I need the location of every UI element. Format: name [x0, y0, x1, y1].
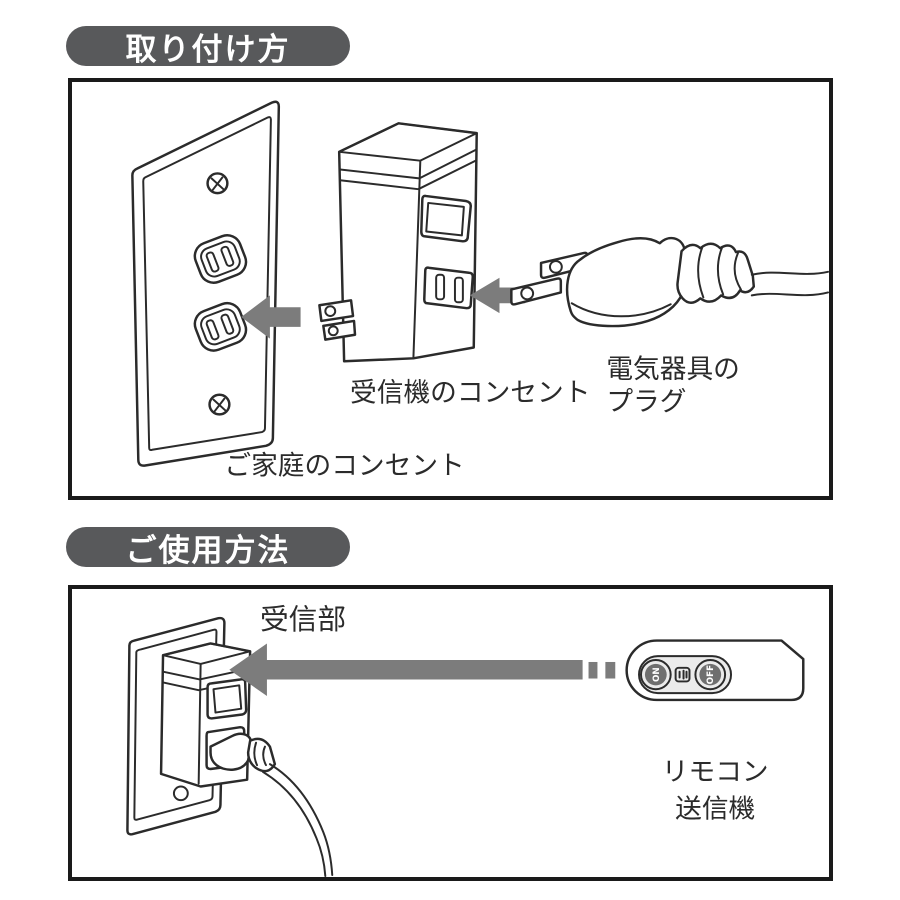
screw-icon — [172, 785, 189, 802]
receiver-unit — [159, 642, 334, 877]
wall-outlet-plate — [131, 100, 281, 467]
receiver-window — [420, 194, 473, 243]
power-cord — [750, 270, 829, 297]
label-remote-line2: 送信機 — [675, 794, 755, 825]
left-arrow-icon — [241, 295, 301, 339]
section-usage-title: ご使用方法 — [125, 532, 291, 569]
off-button: OFF — [694, 659, 727, 691]
label-appliance-plug-line2: プラグ — [606, 387, 686, 418]
install-panel: 受信機のコンセント 電気器具の プラグ ご家庭のコンセント — [68, 78, 833, 500]
on-button-label: ON — [652, 667, 662, 682]
label-appliance-plug-line1: 電気器具の — [606, 354, 740, 385]
plug-prongs — [318, 299, 357, 341]
cord-strain-relief — [676, 242, 756, 304]
install-diagram: 受信機のコンセント 電気器具の プラグ ご家庭のコンセント — [131, 100, 829, 481]
section-install-header: 取り付け方 — [66, 26, 350, 68]
on-button: ON — [639, 659, 672, 691]
receiver-window — [206, 678, 248, 720]
section-install-title: 取り付け方 — [125, 31, 291, 68]
off-button-label: OFF — [706, 665, 716, 684]
receiver-unit — [318, 122, 478, 363]
arrow-dash — [605, 661, 616, 679]
outlet-socket-lower — [193, 301, 248, 352]
section-usage-header: ご使用方法 — [66, 527, 350, 569]
outlet-socket-upper — [193, 234, 248, 284]
label-remote-line1: リモコン — [662, 757, 769, 788]
label-household-outlet: ご家庭のコンセント — [224, 450, 464, 481]
label-receiver-window: 受信部 — [260, 603, 346, 636]
left-arrow-icon — [229, 643, 583, 697]
appliance-plug — [209, 732, 277, 773]
screw-icon — [208, 393, 231, 416]
signal-arrow — [229, 643, 616, 697]
appliance-plug — [510, 236, 829, 328]
label-receiver-outlet: 受信機のコンセント — [350, 378, 590, 409]
usage-panel: ON OFF 受信部 リモコン 送信機 — [68, 585, 833, 881]
receiver-outlet — [423, 266, 475, 310]
lamp-icon — [674, 666, 691, 683]
remote-transmitter: ON OFF — [625, 639, 805, 702]
screw-icon — [206, 172, 229, 195]
usage-diagram: ON OFF 受信部 リモコン 送信機 — [126, 603, 805, 877]
arrow-dash — [588, 661, 598, 679]
left-arrow-icon — [469, 277, 526, 314]
power-cord — [261, 763, 334, 877]
